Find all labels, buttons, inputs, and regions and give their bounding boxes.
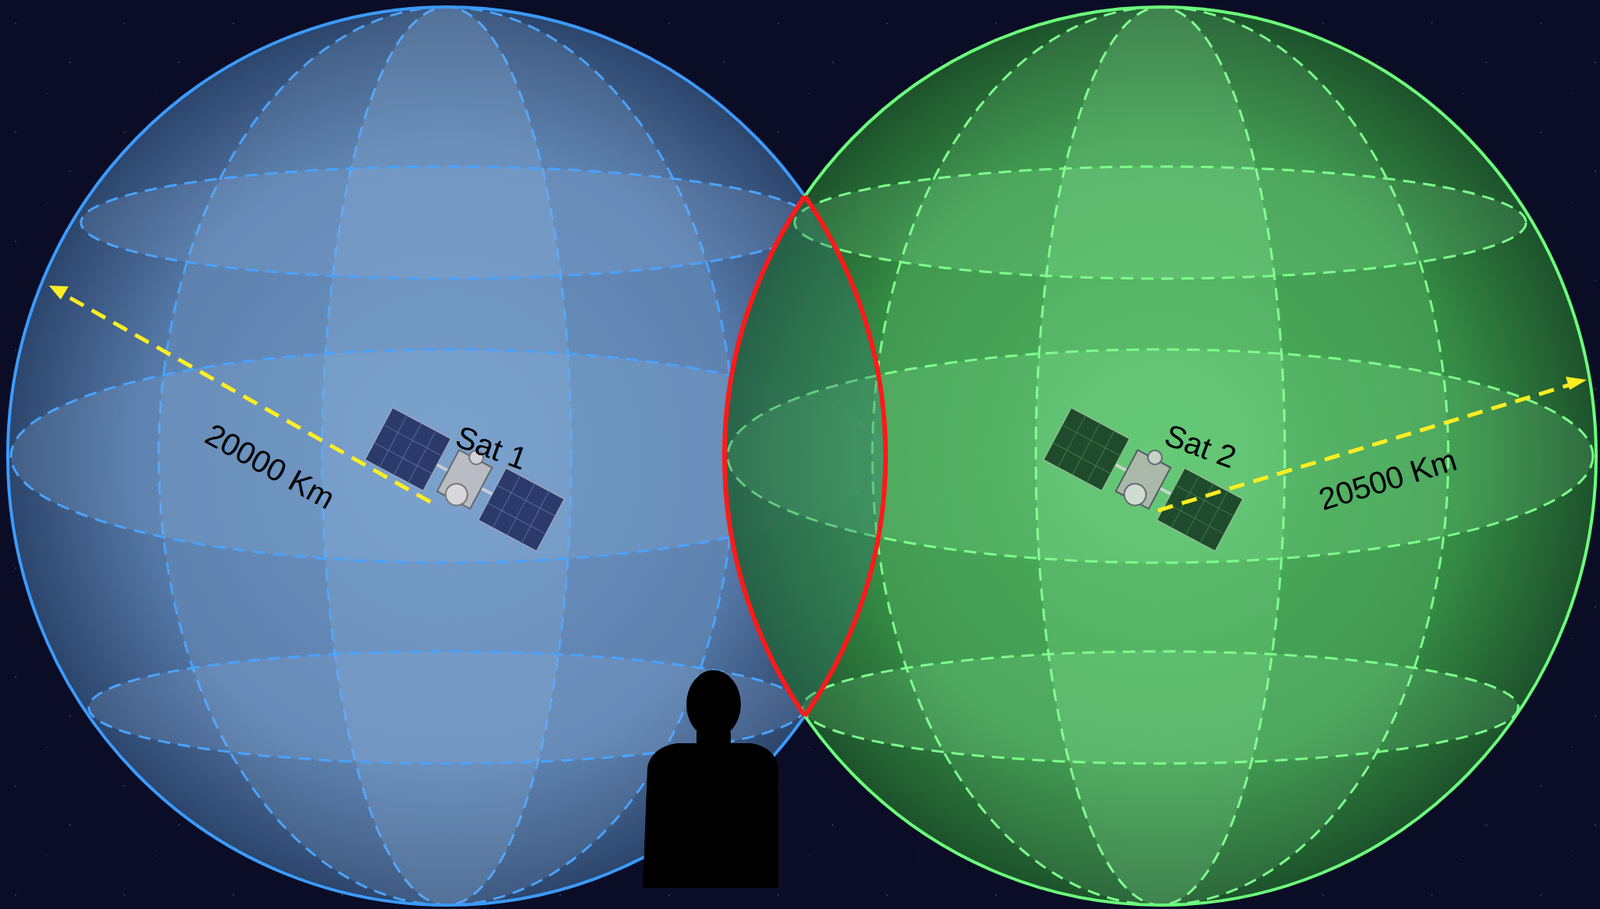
satellite-icon <box>364 405 566 551</box>
coverage-sphere: Sat 2 20500 Km <box>724 7 1597 906</box>
satellite-label: Sat 1 <box>452 420 531 475</box>
distance-label: 20000 Km <box>200 417 341 514</box>
satellite-icon <box>1043 405 1245 551</box>
satellite-label: Sat 2 <box>1161 418 1240 474</box>
person-silhouette <box>642 670 779 888</box>
arrow-head <box>49 285 1587 390</box>
coverage-sphere-green <box>724 7 1597 906</box>
coverage-sphere: Sat 1 20000 Km <box>7 7 886 906</box>
intersection-lens <box>7 7 1597 906</box>
distance-label: 20500 Km <box>1315 443 1460 516</box>
